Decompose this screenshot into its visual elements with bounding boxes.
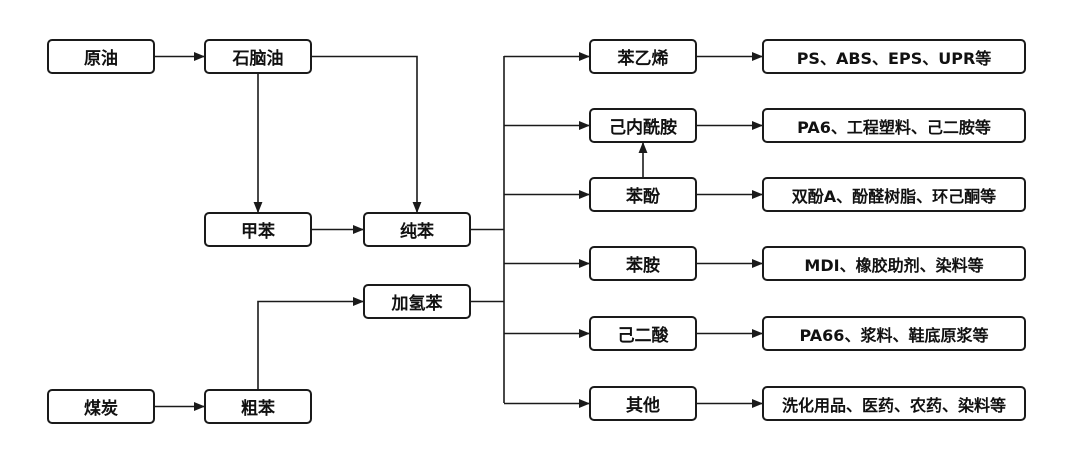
node-other-products: 洗化用品、医药、农药、染料等 <box>762 386 1026 421</box>
node-styrene-products: PS、ABS、EPS、UPR等 <box>762 39 1026 74</box>
node-crude-benzene: 粗苯 <box>204 389 312 424</box>
node-styrene: 苯乙烯 <box>589 39 697 74</box>
node-phenol-products: 双酚A、酚醛树脂、环己酮等 <box>762 177 1026 212</box>
node-adipic-acid: 己二酸 <box>589 316 697 351</box>
node-pure-benzene: 纯苯 <box>363 212 471 247</box>
node-hydrogenated-benzene: 加氢苯 <box>363 284 471 319</box>
node-phenol: 苯酚 <box>589 177 697 212</box>
node-adipic-products: PA66、浆料、鞋底原浆等 <box>762 316 1026 351</box>
node-toluene: 甲苯 <box>204 212 312 247</box>
node-caprolactam-products: PA6、工程塑料、己二胺等 <box>762 108 1026 143</box>
arrow-naphtha-to-pure-benzene <box>312 55 422 214</box>
node-caprolactam: 己内酰胺 <box>589 108 697 143</box>
node-other: 其他 <box>589 386 697 421</box>
node-coal: 煤炭 <box>47 389 155 424</box>
node-aniline-products: MDI、橡胶助剂、染料等 <box>762 246 1026 281</box>
arrow-crude-benzene-to-hydro-benzene <box>257 297 365 389</box>
node-naphtha: 石脑油 <box>204 39 312 74</box>
node-aniline: 苯胺 <box>589 246 697 281</box>
node-crude-oil: 原油 <box>47 39 155 74</box>
